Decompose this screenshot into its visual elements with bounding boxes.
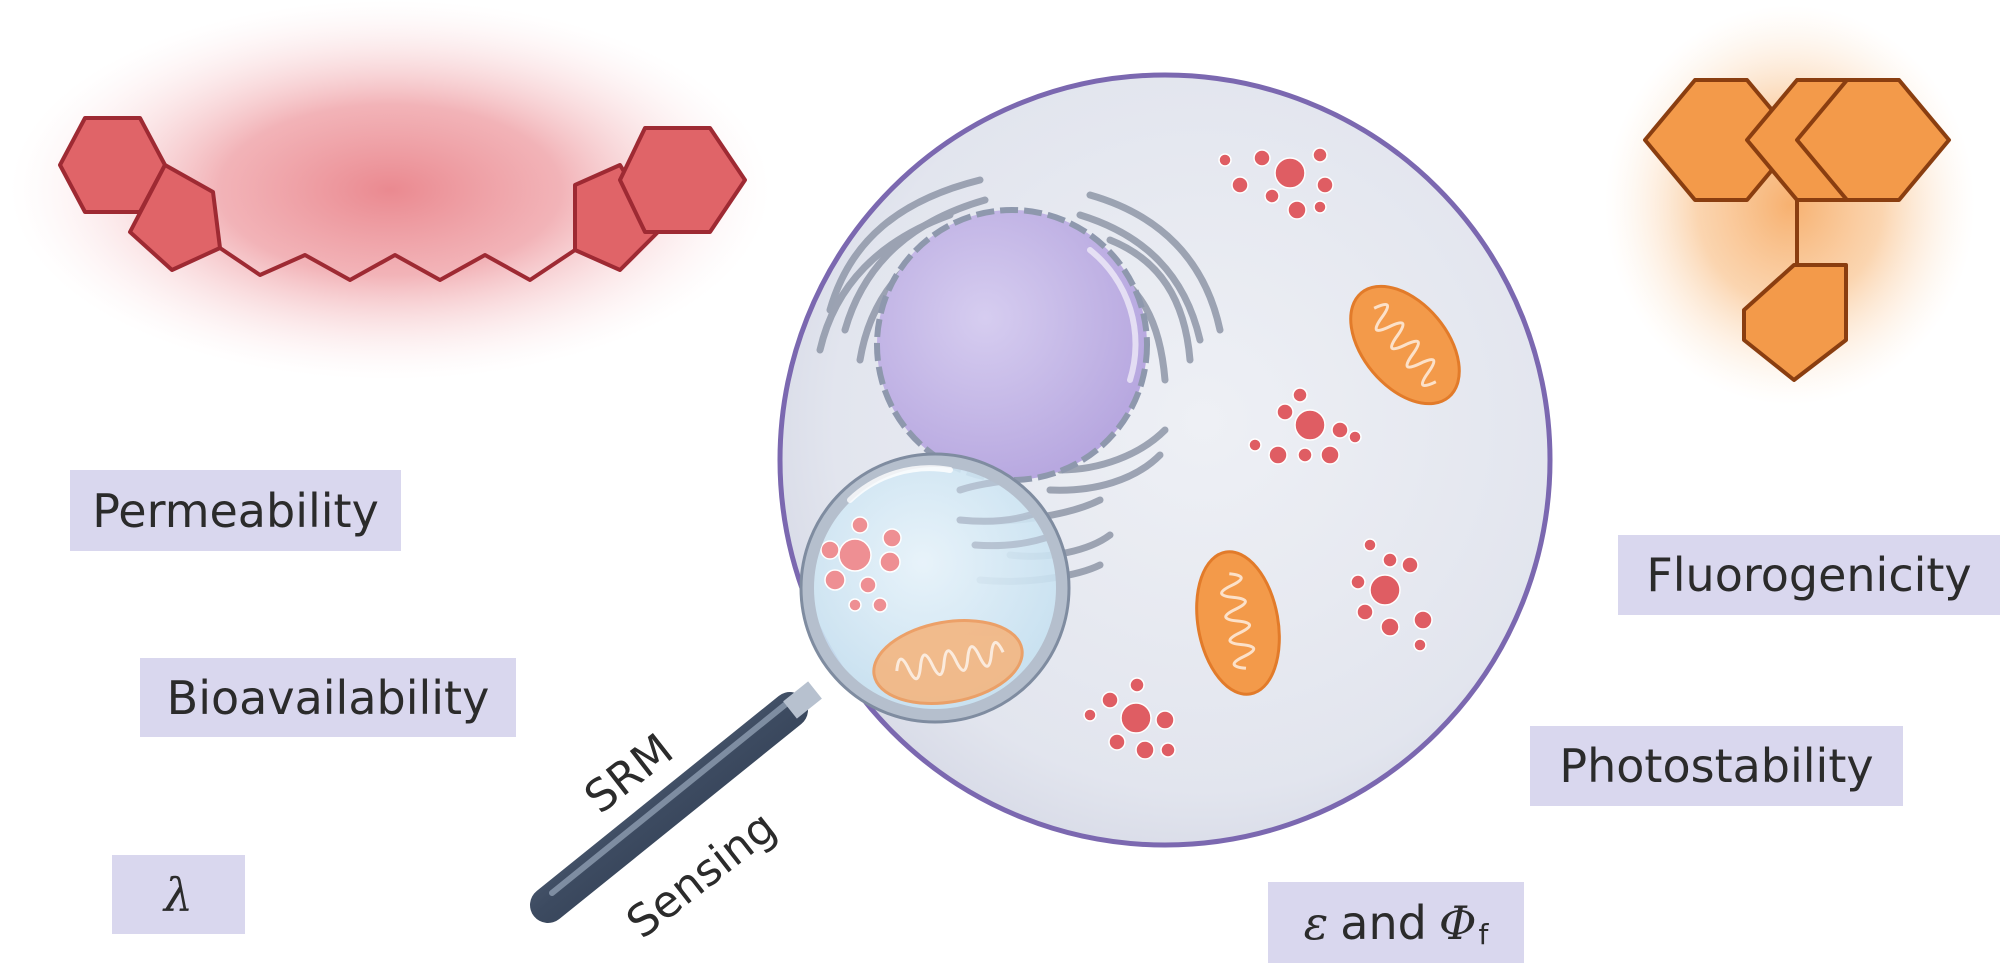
red-glow [10,0,770,380]
label-epsilon: ε [1303,895,1329,950]
label-and: and [1340,895,1427,950]
mitochondrion-2 [1195,550,1281,696]
label-bioavailability-text: Bioavailability [166,670,490,725]
label-photostability-text: Photostability [1559,739,1874,793]
nucleus-highlight [1087,247,1139,383]
lens-mitochondrion [872,619,1024,705]
orange-hexagon-3 [1795,78,1951,202]
nucleus [874,207,1150,483]
vesicle-cluster-3 [1350,538,1433,652]
orange-hexagon-4 [1742,263,1848,382]
red-pentagon-right [573,163,662,272]
lens-vesicles [820,516,902,613]
label-phi: Φ [1438,895,1477,950]
orange-dye-molecule [1605,5,1975,405]
label-fluorogenicity-text: Fluorogenicity [1646,548,1972,602]
label-permeability-text: Permeability [92,483,379,538]
label-phi-subscript: f [1478,917,1489,951]
label-fluorogenicity: Fluorogenicity [1618,535,2000,615]
magnifier-rim [802,455,1068,721]
red-dye-molecule [10,0,770,380]
vesicle-cluster-1 [1218,147,1334,220]
label-lambda: λ [112,855,245,934]
vesicle-cluster-4 [1083,677,1176,760]
red-polymethine-chain [218,246,577,282]
label-permeability: Permeability [70,470,401,551]
red-pentagon-left [128,163,222,272]
label-photostability: Photostability [1530,726,1903,806]
magnifier-handle [530,681,822,923]
mitochondrion-1 [1349,284,1461,406]
vesicle-cluster-2 [1248,387,1362,465]
label-lambda-text: λ [163,867,194,922]
label-bioavailability: Bioavailability [140,658,516,737]
red-hexagon-right [618,126,747,234]
